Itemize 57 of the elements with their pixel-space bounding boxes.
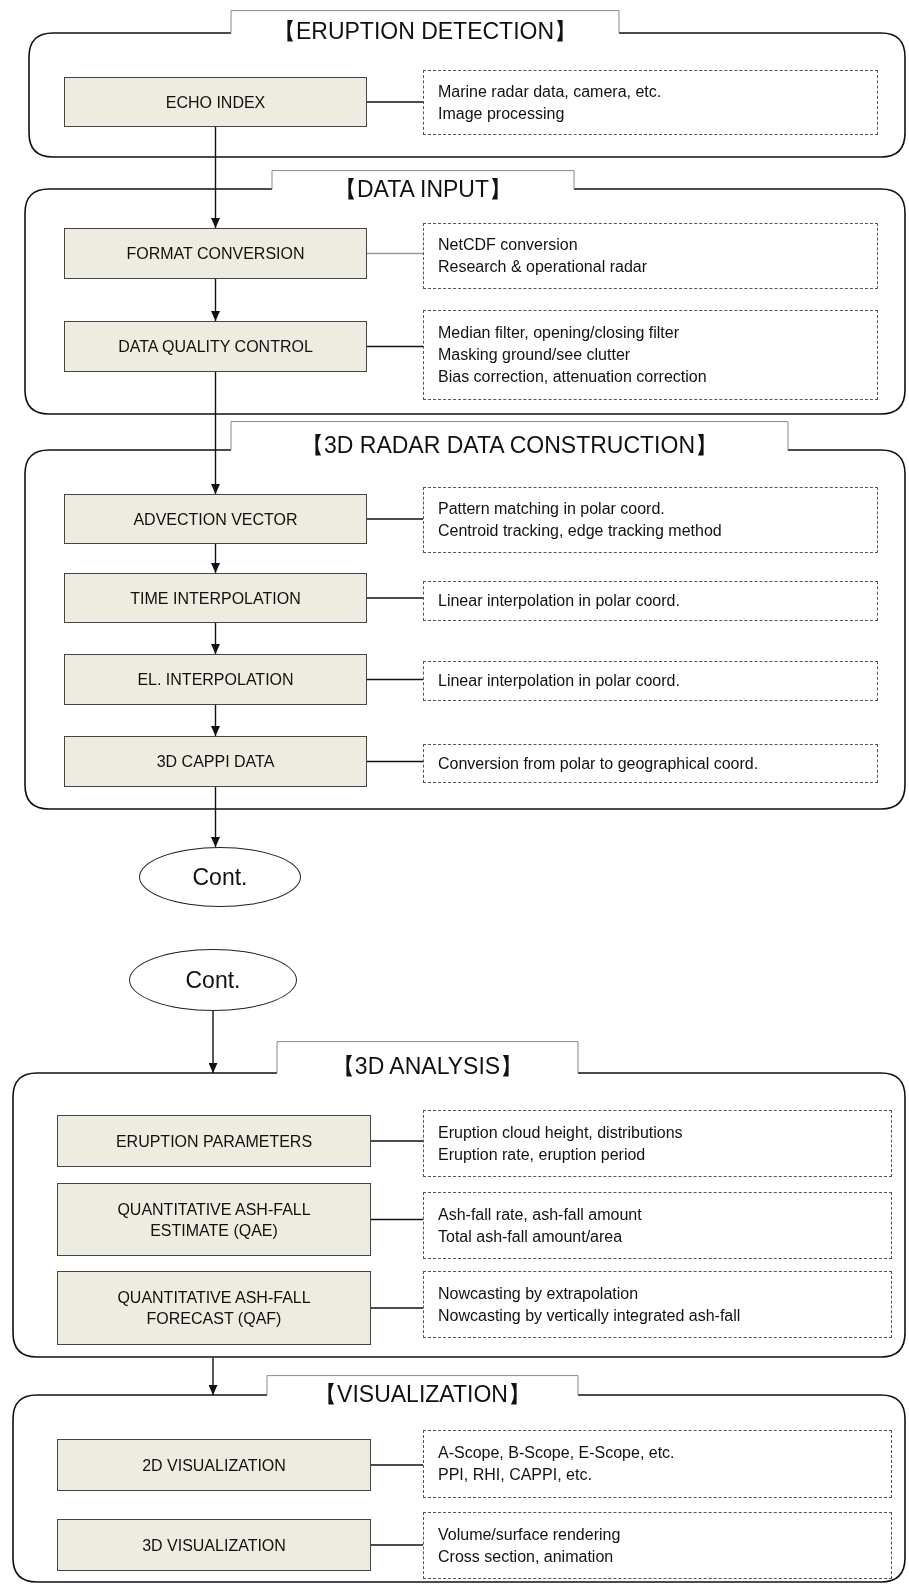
note-box: A-Scope, B-Scope, E-Scope, etc. PPI, RHI, CAPPI, etc. <box>423 1430 892 1498</box>
process-box: EL. INTERPOLATION <box>64 654 367 705</box>
section-heading: 【3D RADAR DATA CONSTRUCTION】 <box>301 431 718 458</box>
note-box: Linear interpolation in polar coord. <box>423 661 878 701</box>
note-box: Ash-fall rate, ash-fall amount Total ash-fall amount/area <box>423 1192 892 1259</box>
connector-line <box>366 101 424 103</box>
process-box: QUANTITATIVE ASH-FALL FORECAST (QAF) <box>57 1271 371 1345</box>
process-box: FORMAT CONVERSION <box>64 228 367 279</box>
section-panel <box>28 10 906 158</box>
arrow <box>208 1357 218 1396</box>
process-box: 3D VISUALIZATION <box>57 1519 371 1571</box>
section-heading: 【ERUPTION DETECTION】 <box>272 17 578 44</box>
arrow <box>211 704 220 737</box>
process-box: 2D VISUALIZATION <box>57 1439 371 1491</box>
note-box: Pattern matching in polar coord. Centroid tracking, edge tracking method <box>423 487 878 553</box>
connector-line <box>366 760 424 763</box>
arrow <box>211 278 220 322</box>
note-box: Linear interpolation in polar coord. <box>423 581 878 621</box>
note-box: Marine radar data, camera, etc. Image processing <box>423 70 878 135</box>
section-panel <box>12 1041 906 1358</box>
process-box: ECHO INDEX <box>64 77 367 127</box>
section-panel <box>12 1375 906 1583</box>
note-box: Median filter, opening/closing filter Masking ground/see clutter Bias correction, attenuation correction <box>423 310 878 400</box>
connector-line <box>370 1218 424 1221</box>
arrow <box>211 126 220 229</box>
section-panel <box>24 421 906 810</box>
connector-line <box>366 345 424 348</box>
connector-line <box>370 1544 424 1546</box>
note-box: NetCDF conversion Research & operational radar <box>423 223 878 289</box>
process-box: ERUPTION PARAMETERS <box>57 1115 371 1167</box>
arrow <box>208 1010 218 1074</box>
note-box: Nowcasting by extrapolation Nowcasting by vertically integrated ash-fall <box>423 1271 892 1338</box>
section-heading: 【VISUALIZATION】 <box>314 1381 531 1407</box>
process-box: TIME INTERPOLATION <box>64 573 367 623</box>
arrow <box>211 371 220 495</box>
arrow <box>211 543 220 574</box>
connector-oval: Cont. <box>139 847 301 907</box>
note-box: Volume/surface rendering Cross section, animation <box>423 1512 892 1579</box>
connector-line <box>366 518 424 520</box>
section-panel <box>24 170 906 415</box>
connector-line <box>366 678 424 681</box>
process-box: 3D CAPPI DATA <box>64 736 367 787</box>
section-heading: 【3D ANALYSIS】 <box>331 1053 524 1079</box>
process-box: ADVECTION VECTOR <box>64 494 367 544</box>
connector-line <box>370 1307 424 1309</box>
arrow <box>211 622 220 655</box>
process-box: DATA QUALITY CONTROL <box>64 321 367 372</box>
arrow <box>211 786 220 848</box>
connector-line <box>370 1464 424 1466</box>
connector-line <box>366 252 424 255</box>
connector-oval: Cont. <box>129 949 297 1011</box>
section-heading: 【DATA INPUT】 <box>333 175 513 202</box>
connector-line <box>370 1140 424 1142</box>
process-box: QUANTITATIVE ASH-FALL ESTIMATE (QAE) <box>57 1183 371 1256</box>
note-box: Eruption cloud height, distributions Eruption rate, eruption period <box>423 1110 892 1177</box>
note-box: Conversion from polar to geographical coord. <box>423 744 878 783</box>
connector-line <box>366 597 424 599</box>
